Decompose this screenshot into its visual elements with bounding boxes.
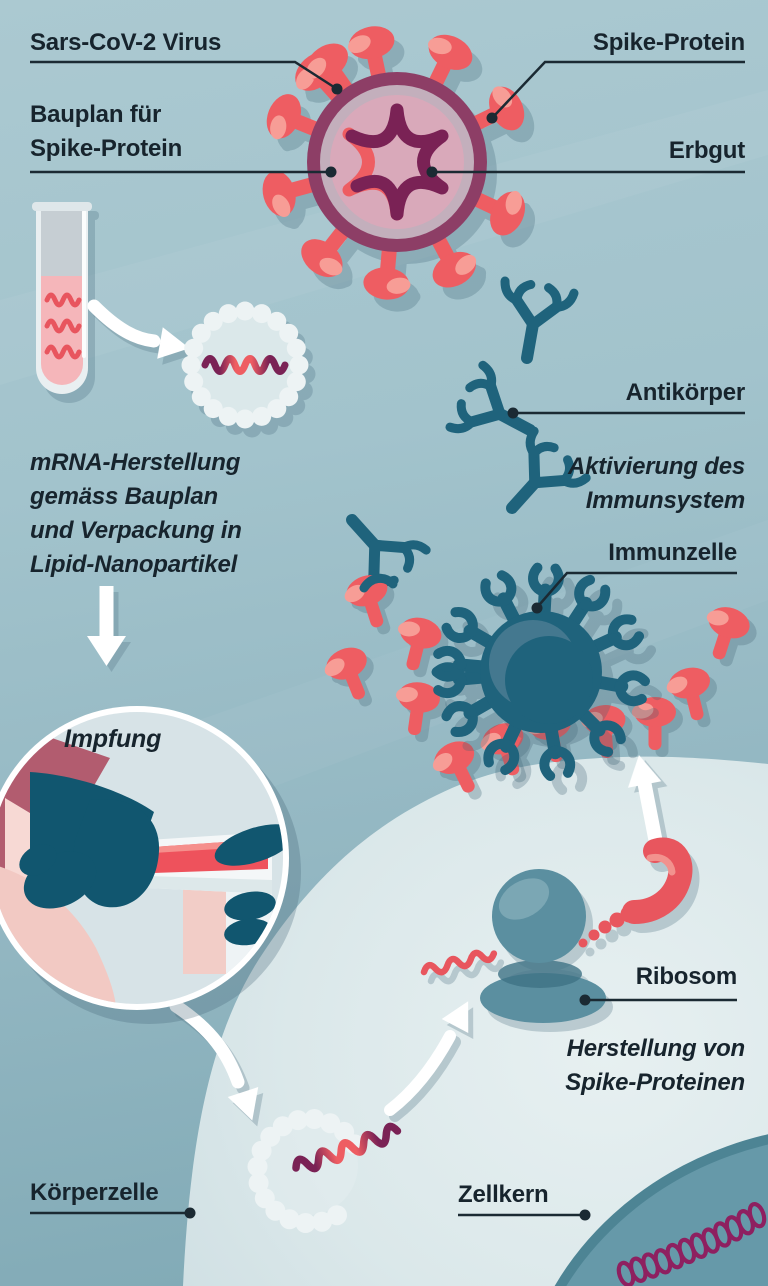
leader-lines [30,60,745,1221]
virus-interior [330,95,464,229]
arrow-down-to-vaccination [87,586,126,666]
label-sars-cov-2-virus: Sars-CoV-2 Virus [30,29,222,56]
arrow-cell-to-spikes [627,755,663,841]
protein-chain [578,837,693,948]
virus-illustration [257,22,534,302]
nucleus-leader-dot [579,1209,591,1221]
label-ribosome: Ribosom [635,963,737,990]
antibody [493,280,575,364]
ribosome-highlight [498,878,550,920]
spike-leader-dot [486,112,498,124]
virus-rna-purple-strand [345,103,449,221]
label-body-cell: Körperzelle [30,1179,159,1206]
label-immune-cell: Immunzelle [608,539,737,566]
spike-protein-being-built [622,837,693,924]
ribosome-leader-dot [579,994,591,1006]
label-spike-protein: Spike-Protein [592,29,745,56]
test-tube [32,202,92,394]
vaccinator-hand [19,772,283,946]
test-tube-mrna-strands [44,292,82,360]
label-mrna-production: mRNA-Herstellung gemäss Bauplan und Verp… [30,449,242,578]
genome-leader-dot [426,166,438,178]
lipid-nanoparticle [181,301,309,429]
virus-rna [342,103,449,221]
label-genome: Erbgut [668,137,745,164]
blueprint-leader-dot [325,166,337,178]
arrow-tube-to-nanoparticle [87,299,190,359]
test-tube-empty-space [41,210,83,278]
label-nucleus: Zellkern [458,1181,549,1208]
ribosome [420,837,693,1023]
label-spike-production: Herstellung von Spike-Proteinen [565,1035,745,1096]
skin-under-syringe [183,884,228,974]
nanoparticle-beads [181,301,309,429]
test-tube-rim [32,202,92,211]
antibody-leader-dot [507,407,519,419]
label-blueprint: Bauplan für Spike-Protein [30,101,183,162]
dna-helix [616,1201,767,1286]
nanoparticle-mrna-strand [201,355,289,375]
ribosome-small-subunit [480,973,606,1023]
label-antibody: Antikörper [625,379,746,406]
arrow-vaccination-to-cell [169,999,259,1121]
immune-cell-leader-dot [531,602,543,614]
immune-cell [436,567,645,776]
gripping-finger [73,798,160,908]
arrow-mrna-to-ribosome [384,1001,469,1116]
vaccination-inset [0,706,289,1010]
virus-leader-line [30,60,338,91]
thumb [214,824,283,866]
open-nanoparticle [247,1109,402,1233]
body-cell-leader-dot [184,1207,196,1219]
antibody-claw-grabbing-spike [359,573,398,593]
immune-cell-leader-line [539,571,737,605]
label-vaccination: Impfung [64,725,162,753]
virus-leader-dot [331,83,343,95]
spike-leader-line [493,60,745,117]
ribosome-mrna-strand [420,949,498,976]
released-mrna-strand [292,1122,402,1173]
cell-nucleus [554,1134,768,1286]
label-immune-activation: Aktivierung des Immunsystem [567,453,745,514]
